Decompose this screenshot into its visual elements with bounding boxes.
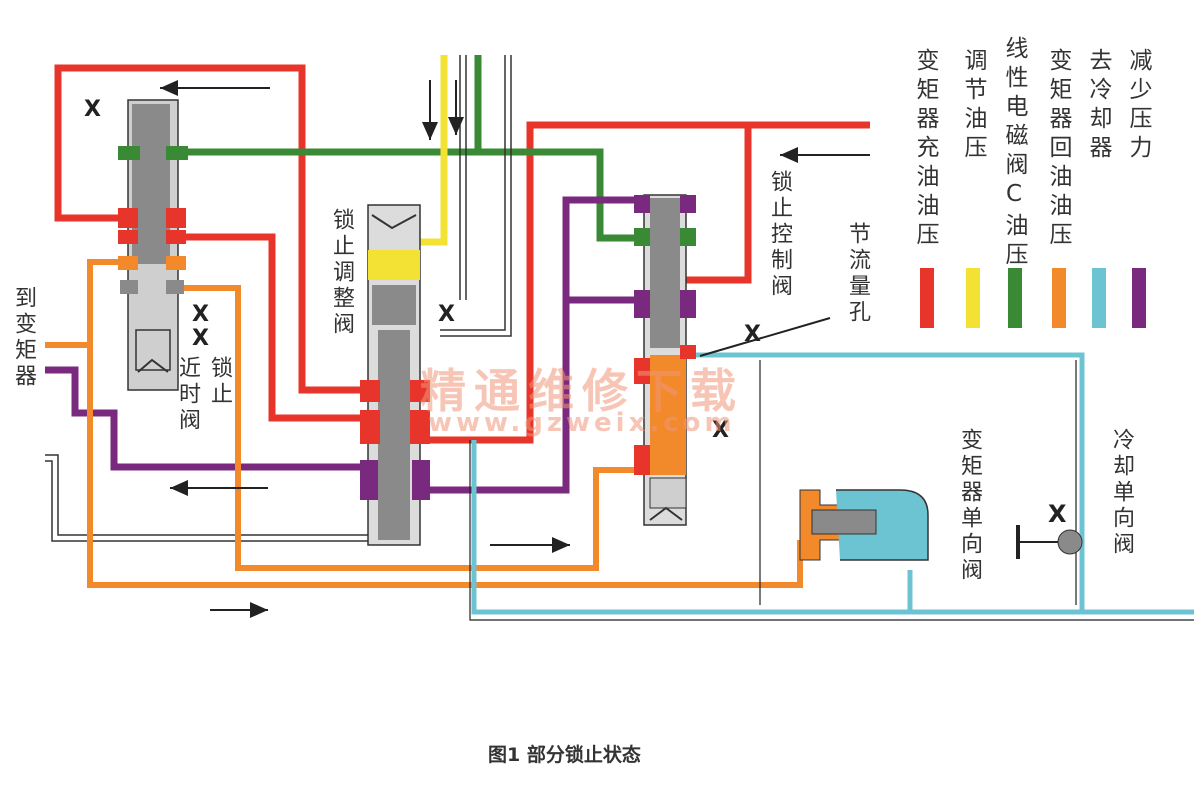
orange-lines (45, 259, 803, 588)
lockup-regulator-valve-body (360, 204, 430, 546)
thin-lines (45, 55, 512, 542)
exhaust-mark: X (438, 302, 455, 327)
converter-check-valve-body (799, 489, 929, 561)
figure-caption: 图1 部分锁止状态 (488, 744, 641, 766)
legend-swatch-converter-fill (920, 268, 934, 328)
legend-swatch-regulated (966, 268, 980, 328)
label-converter-check-valve: 变矩器单向阀 (957, 428, 982, 584)
legend-label-regulated: 调节油压 (960, 48, 986, 164)
legend-label-to-cooler: 去冷却器 (1085, 48, 1111, 164)
watermark-title: 精通维修下载 (420, 364, 744, 418)
legend-label-converter-return: 变矩器回油油压 (1045, 48, 1071, 251)
legend-label-converter-fill: 变矩器充油油压 (912, 48, 938, 251)
exhaust-mark: X (712, 418, 729, 443)
label-lockup-timing-valve-a: 近时阀 (175, 356, 200, 434)
label-lockup-timing-valve-b: 锁止 (207, 356, 232, 408)
label-lockup-regulator-valve: 锁止调整阀 (329, 208, 354, 338)
legend-swatch-converter-return (1052, 268, 1066, 328)
exhaust-mark: X (84, 97, 101, 122)
legend-swatch-to-cooler (1092, 268, 1106, 328)
exhaust-mark: X (744, 322, 761, 347)
cooler-check-valve-body (1016, 525, 1083, 559)
flow-arrows (160, 80, 870, 618)
purple-lines (45, 196, 644, 494)
label-orifice: 节流量孔 (845, 222, 870, 326)
lockup-control-valve-body (634, 194, 696, 526)
exhaust-mark: X (192, 326, 209, 351)
legend-swatch-reduced (1132, 268, 1146, 328)
legend-swatch-solenoid-c (1008, 268, 1022, 328)
watermark-url: www.gzweix.com (428, 408, 736, 438)
yellow-lines (420, 55, 448, 246)
legend-label-solenoid-c: 线性电磁阀C油压 (1001, 36, 1027, 271)
label-lockup-control-valve: 锁止控制阀 (767, 170, 792, 300)
green-lines (178, 55, 644, 242)
legend-label-reduced: 减少压力 (1125, 48, 1151, 164)
exhaust-mark: X (192, 302, 209, 327)
label-to-converter: 到变矩器 (11, 286, 36, 390)
label-cooler-check-valve: 冷却单向阀 (1109, 428, 1134, 558)
exhaust-mark: X (1048, 500, 1067, 528)
lockup-timing-valve-body (118, 99, 188, 391)
